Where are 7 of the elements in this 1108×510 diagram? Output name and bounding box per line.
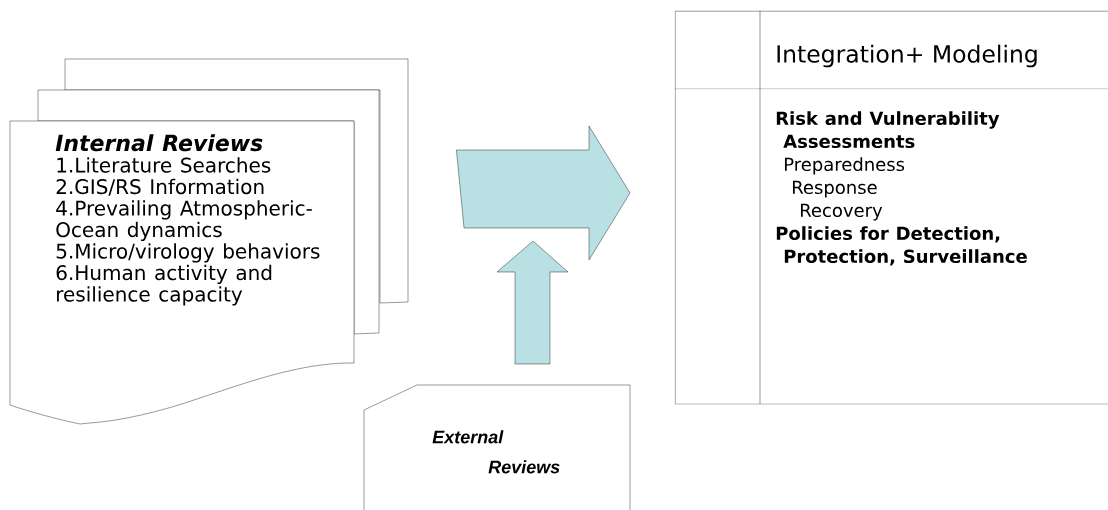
document-page: External Reviews [363, 384, 631, 510]
table-cell: Integration+ Modeling [777, 44, 1037, 68]
block-arrow [496, 240, 569, 365]
table-cell: Risk and Vulnerability Assessments Preparedness Response Recovery Policies for Detection, Protection, Surveillance [776, 111, 1027, 266]
document-stack: Internal Reviews 1.Literature Searches 2.GIS/RS Information 4.Prevailing Atmospheric- Ocean dynamics 5.Micro/virology behaviors 6.Human activity and resilience capacity [9, 58, 409, 425]
table [674, 10, 1108, 405]
block-arrow [456, 125, 631, 261]
